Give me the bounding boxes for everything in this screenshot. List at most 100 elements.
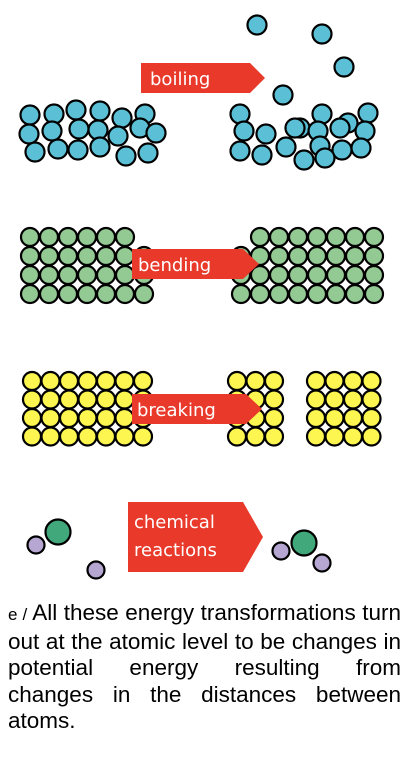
water-molecule [47,138,69,160]
breaking-after-right-atoms [305,370,382,447]
solid-atom [226,370,248,392]
water-molecule [18,123,40,145]
solid-atom [245,426,266,447]
solid-atom [114,426,135,447]
solid-atom [361,370,382,392]
solid-atom [57,283,79,305]
solid-atom [76,283,98,305]
solid-atom [305,370,327,392]
boiling-arrow: boiling [141,63,265,93]
solid-atom [363,226,385,248]
breaking-arrow-shape [132,394,262,424]
solid-atom [306,283,328,305]
solid-atom [40,389,61,410]
water-molecule [68,118,90,140]
solid-atom [268,264,290,286]
solid-atom [58,389,80,410]
solid-atom [19,283,41,305]
solid-atom [325,283,347,305]
bending-before-atoms [19,226,155,305]
bending-arrow-shape [132,249,259,279]
solid-atom [342,426,364,447]
solid-atom [38,264,60,286]
solid-atom [325,264,347,286]
water-molecule [19,104,41,126]
breaking-arrow-label: breaking [137,400,216,421]
large-atom [44,518,72,546]
solid-atom [38,283,60,305]
energy-transformations-diagram: boiling bending breaking chemical reacti… [18,14,385,580]
water-molecule [350,137,372,159]
solid-atom [76,245,98,267]
chemical-arrow-label-line1: chemical [134,512,215,533]
solid-atom [306,264,328,286]
solid-atom [114,226,136,248]
solid-atom [95,264,117,286]
caption-text: All these energy transfor­mations turn o… [8,600,401,733]
solid-atom [38,245,60,267]
solid-atom [95,226,117,248]
solid-atom [77,389,98,410]
breaking-arrow: breaking [132,394,262,424]
solid-atom [114,370,135,392]
solid-atom [287,264,309,286]
solid-atom [58,370,80,392]
solid-atom [132,370,154,392]
bending-arrow-label: bending [138,255,211,276]
water-molecule [311,23,333,45]
small-atom [312,553,332,573]
water-molecule [145,122,167,144]
water-molecule [41,120,63,142]
solid-atom [58,426,80,447]
solid-atom [324,407,345,429]
solid-atom [21,389,43,410]
solid-atom [114,407,135,429]
solid-atom [77,407,98,429]
solid-atom [306,226,328,248]
solid-atom [19,264,41,286]
chemical-before-molecules [26,518,106,580]
figure-caption: e / All these energy transfor­mations tu… [8,600,401,735]
solid-atom [95,283,117,305]
breaking-before-atoms [21,370,154,447]
solid-atom [342,389,364,410]
water-molecule [255,123,277,145]
chemical-reactions-arrow: chemical reactions [128,502,263,572]
solid-atom [305,426,327,447]
solid-atom [363,245,385,267]
solid-atom [325,245,347,267]
boiling-arrow-shape [141,63,265,93]
water-molecule [329,117,351,139]
solid-atom [324,426,345,447]
solid-atom [263,370,285,392]
solid-atom [38,226,60,248]
solid-atom [77,370,98,392]
small-atom [86,560,106,580]
solid-atom [245,370,266,392]
solid-atom [305,407,327,429]
solid-atom [263,426,285,447]
small-atom [26,535,46,555]
solid-atom [77,426,98,447]
solid-atom [306,245,328,267]
small-atom [271,541,291,561]
water-molecule [275,136,297,158]
solid-atom [363,283,385,305]
water-molecule [137,142,159,164]
solid-atom [57,245,79,267]
solid-atom [361,389,382,410]
solid-atom [344,283,366,305]
water-molecule [107,125,129,147]
solid-atom [305,389,327,410]
solid-atom [361,407,382,429]
solid-atom [325,226,347,248]
solid-atom [287,245,309,267]
solid-atom [57,264,79,286]
solid-atom [95,245,117,267]
solid-atom [287,226,309,248]
boiling-after-atoms [229,14,379,171]
solid-atom [268,283,290,305]
water-molecule [115,145,137,167]
solid-atom [95,389,117,410]
solid-atom [268,226,290,248]
